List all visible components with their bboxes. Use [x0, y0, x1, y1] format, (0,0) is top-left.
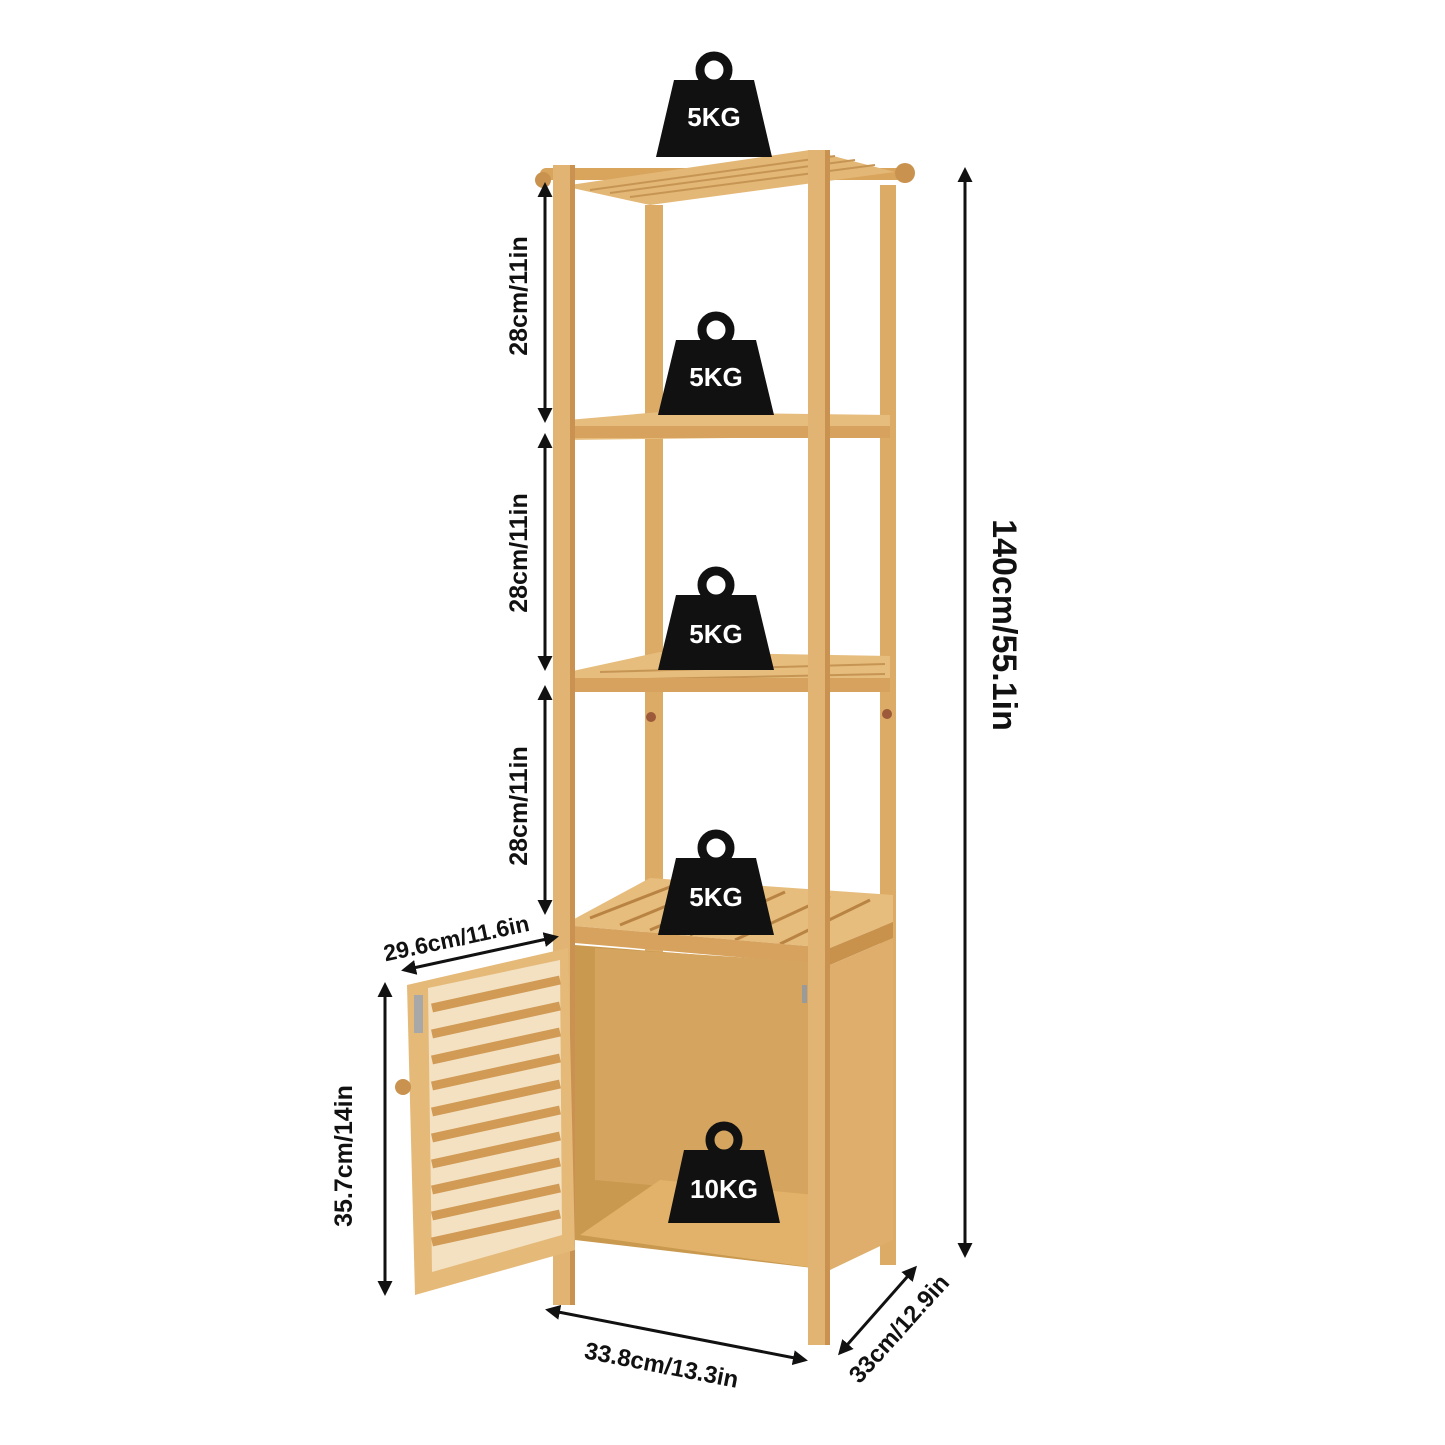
front-left-post-shade [570, 165, 575, 1305]
rod-knob-right [895, 163, 915, 183]
weight-label-cabinet: 10KG [690, 1174, 758, 1204]
weight-icon-top: 5KG [656, 51, 772, 157]
label-door-height: 35.7cm/14in [330, 1085, 358, 1227]
shelf-2-front [568, 678, 890, 692]
cabinet-side [830, 938, 893, 1270]
weight-label-shelf-3: 5KG [689, 362, 742, 392]
double-arrow-icon [377, 167, 973, 1366]
label-total-height: 140cm/55.1in [985, 519, 1023, 731]
weight-label-shelf-2: 5KG [689, 619, 742, 649]
cabinet-back [595, 948, 815, 1200]
shelf-1-side [830, 922, 893, 965]
cabinet-hinge-right [802, 985, 807, 1003]
door-knob [395, 1079, 411, 1095]
shelf-3-front [568, 426, 890, 438]
weight-label-top: 5KG [687, 102, 740, 132]
weight-icon-shelf-2: 5KG [658, 566, 774, 670]
dim-line-door-width [401, 932, 559, 975]
shelf-1-front [563, 925, 830, 965]
front-right-post-shade [825, 150, 830, 1345]
weight-icon-shelf-1: 5KG [658, 829, 774, 935]
support-knob-right [882, 709, 892, 719]
label-shelf-gap-1: 28cm/11in [505, 236, 533, 356]
door-louvers [431, 975, 561, 1247]
label-shelf-gap-2: 28cm/11in [505, 493, 533, 613]
dim-line-width [545, 1304, 808, 1366]
support-knob-left [646, 712, 656, 722]
weight-icon-shelf-3: 5KG [658, 311, 774, 415]
front-right-post [808, 150, 830, 1345]
weight-icon-cabinet: 10KG [668, 1121, 780, 1223]
bamboo-shelf-unit [395, 150, 915, 1345]
weight-label-shelf-1: 5KG [689, 882, 742, 912]
label-width: 33.8cm/13.3in [582, 1337, 740, 1393]
label-shelf-gap-3: 28cm/11in [505, 746, 533, 866]
dim-line-depth [838, 1265, 917, 1356]
rod-knob-left [535, 172, 551, 188]
hinge-icon [414, 995, 423, 1033]
